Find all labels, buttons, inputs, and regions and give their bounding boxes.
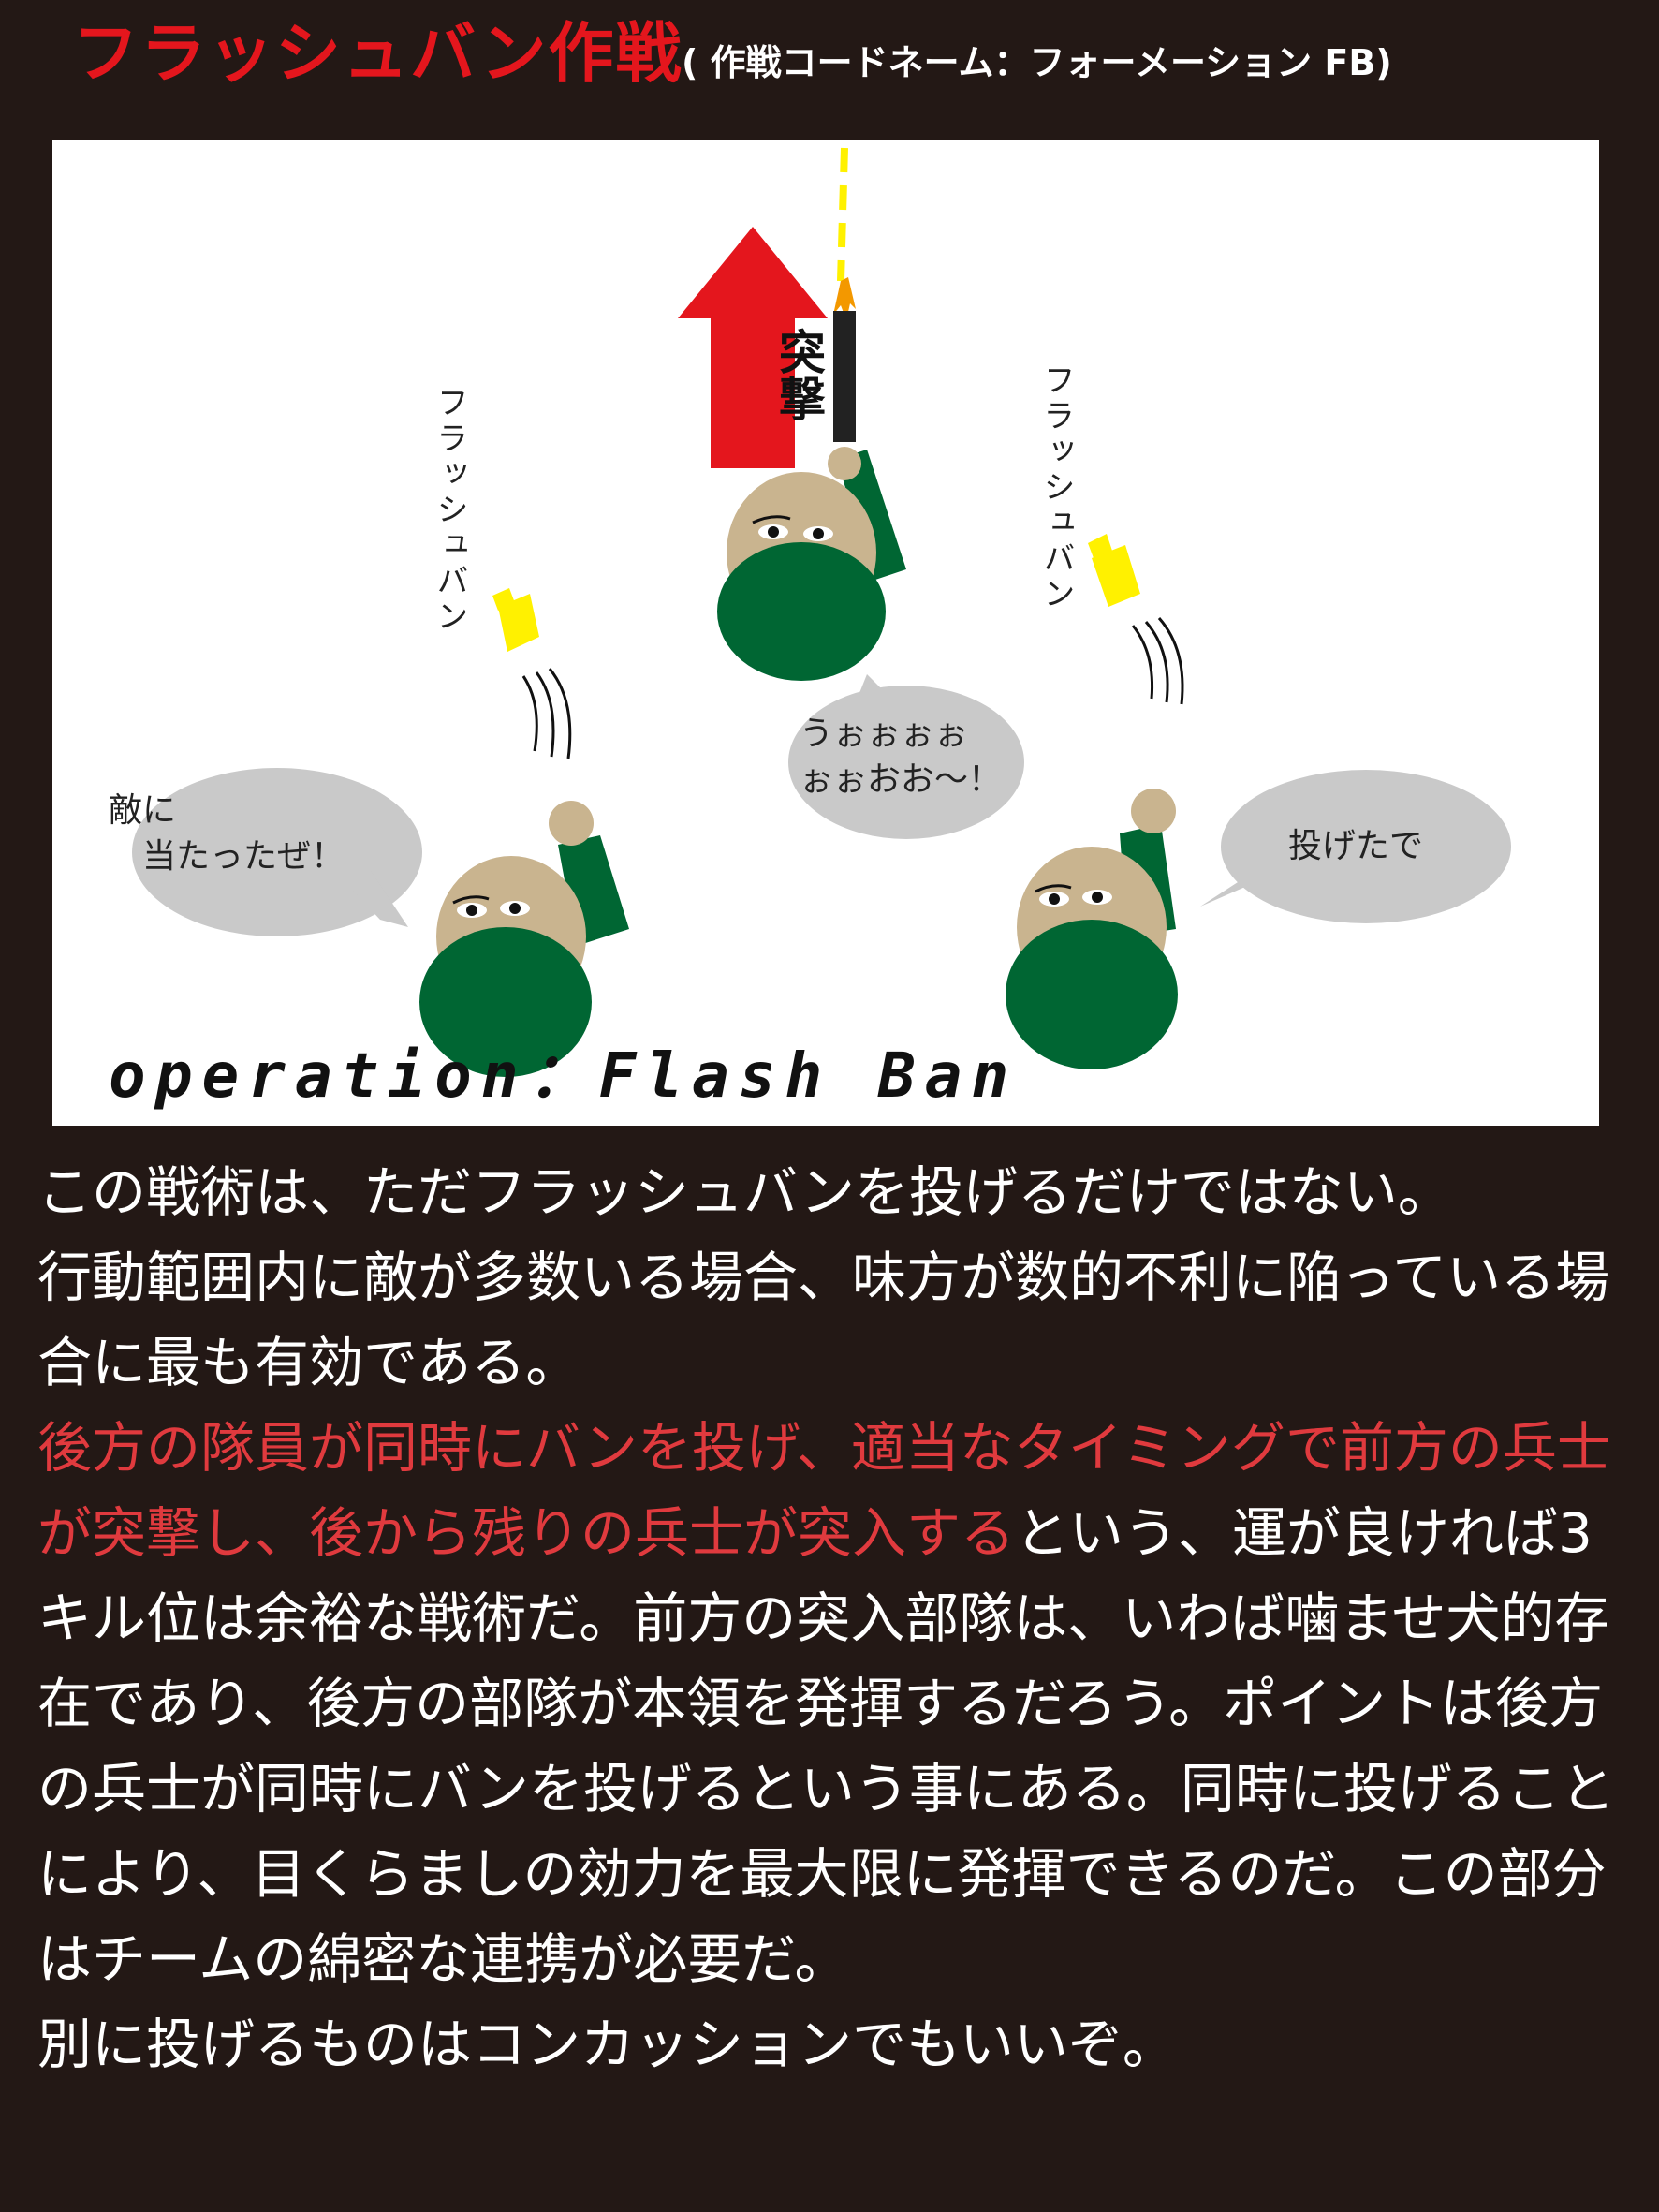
bubble-right-text: 投げたで <box>1288 827 1424 865</box>
body-text: この戦術は、ただフラッシュバンを投げるだけではない。 行動範囲内に敵が多数いる場… <box>37 1150 1629 2087</box>
flashbang-left-label: フラッシュバン <box>431 386 468 635</box>
page-title: フラッシュバン作戦 <box>73 15 683 92</box>
body-line-1: この戦術は、ただフラッシュバンを投げるだけではない。 <box>37 1160 1452 1224</box>
body-highlight: 後方の隊員が同時にバンを投げ、適当なタイミングで前方の兵士が突撃し、後から残りの… <box>37 1416 1611 1565</box>
grenade-stick <box>833 311 856 442</box>
charge-arrow <box>678 227 828 468</box>
body-paragraph: 後方の隊員が同時にバンを投げ、適当なタイミングで前方の兵士が突撃し、後から残りの… <box>37 1406 1629 2002</box>
body-line-2: 行動範囲内に敵が多数いる場合、味方が数的不利に陥っている場合に最も有効である。 <box>37 1246 1610 1394</box>
charge-label: 突撃 <box>771 328 826 421</box>
operation-logo: operation：Flash Ban <box>109 1040 1019 1112</box>
soldier-right <box>1006 789 1178 1069</box>
soldier-left <box>419 801 629 1077</box>
illustration-svg <box>132 147 1511 1077</box>
bubble-center-shape <box>788 674 1024 839</box>
bubble-left-text: 敵に 当たったぜ！ <box>109 791 345 876</box>
bubble-center-text: うぉぉぉぉ ぉぉおお～！ <box>800 715 1003 799</box>
illustration-panel: 突撃 フラッシュバン フラッシュバン 敵に 当たったぜ！ うぉぉぉぉ ぉぉおお～… <box>52 140 1599 1126</box>
flashbang-left-icon <box>492 588 572 759</box>
flashbang-right-icon <box>1088 534 1184 705</box>
flash-trail <box>837 147 848 282</box>
bubble-right-shape <box>1200 770 1511 923</box>
soldier-center <box>717 447 906 681</box>
body-after-highlight: という、運が良ければ3キル位は余裕な戦術だ。前方の突入部隊は、いわば噛ませ犬的存… <box>37 1501 1615 1991</box>
bubble-left-shape <box>132 768 422 936</box>
page-subtitle: ( 作戦コードネーム：フォーメーション FB) <box>682 42 1392 83</box>
flashbang-right-label: フラッシュバン <box>1037 363 1075 612</box>
body-last-line: 別に投げるものはコンカッションでもいいぞ。 <box>37 2013 1177 2076</box>
spark-icon <box>833 277 856 320</box>
